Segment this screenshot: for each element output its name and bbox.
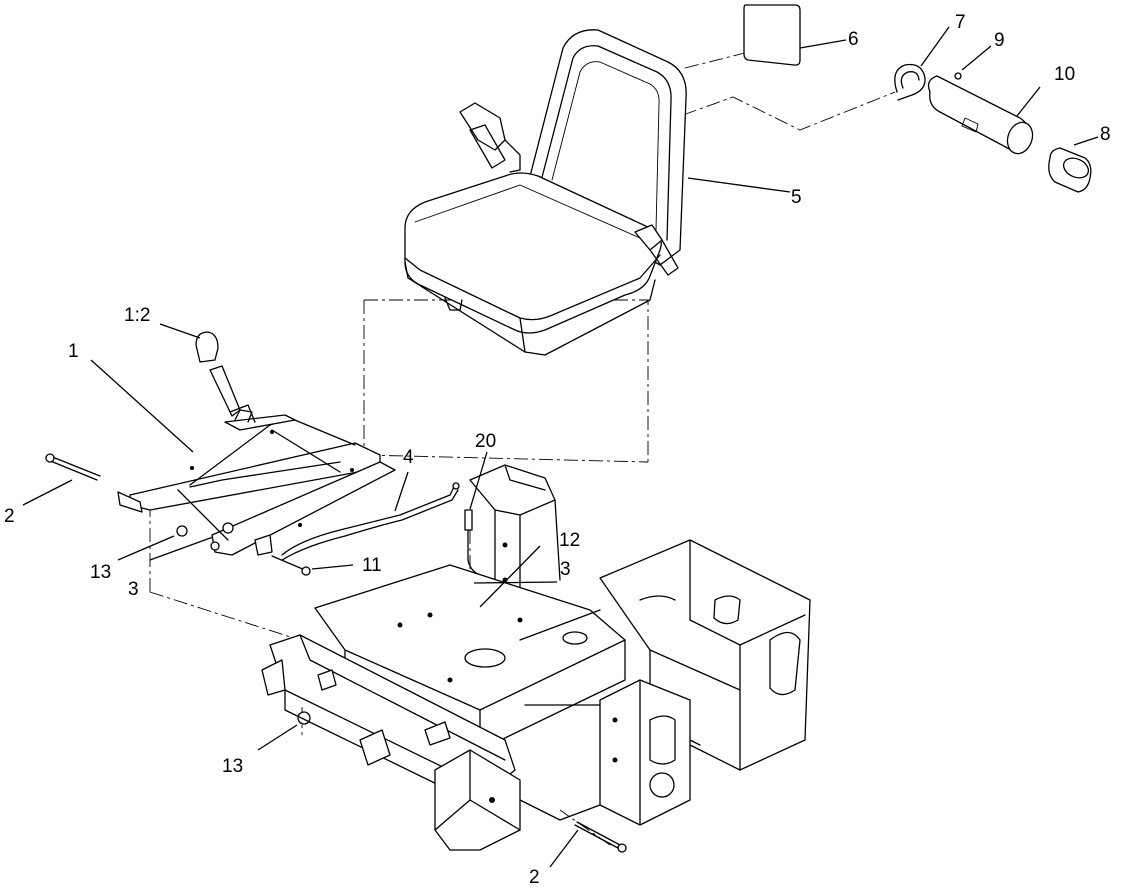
cable-part-4 xyxy=(281,482,460,561)
callout-3-left: 3 xyxy=(128,579,139,600)
callout-4: 4 xyxy=(403,447,414,468)
callout-3-right: 3 xyxy=(560,559,571,580)
switch-part-20 xyxy=(464,509,479,575)
callout-9: 9 xyxy=(994,30,1005,51)
bolt-part-2-left xyxy=(45,453,143,513)
callout-8: 8 xyxy=(1100,124,1111,145)
callout-2-left: 2 xyxy=(4,506,15,527)
chassis-frame xyxy=(261,464,811,851)
callout-10: 10 xyxy=(1054,64,1075,85)
callout-13-left: 13 xyxy=(90,562,111,583)
callout-13-bottom: 13 xyxy=(222,756,243,777)
callout-labels: 1 1:2 2 2 3 3 4 5 6 7 8 9 10 11 12 13 13… xyxy=(4,12,1111,888)
callout-1-2: 1:2 xyxy=(124,305,150,326)
bolt-part-2-bottom xyxy=(574,821,627,853)
callout-2-bottom: 2 xyxy=(529,867,540,888)
callout-12: 12 xyxy=(559,530,580,551)
seat-plate-part-1 xyxy=(120,409,396,556)
callout-5: 5 xyxy=(791,187,802,208)
seat-assembly xyxy=(404,29,687,356)
bolt-part-11 xyxy=(271,555,311,576)
leader-lines xyxy=(22,26,1099,868)
callout-7: 7 xyxy=(955,12,966,33)
decal-part-6 xyxy=(743,4,801,66)
callout-11: 11 xyxy=(362,555,382,576)
callout-1: 1 xyxy=(68,341,79,362)
callout-6: 6 xyxy=(848,29,859,50)
adjust-lever-part-1-2 xyxy=(195,331,256,423)
callout-20: 20 xyxy=(475,431,496,452)
manual-tube-parts xyxy=(894,63,1092,193)
